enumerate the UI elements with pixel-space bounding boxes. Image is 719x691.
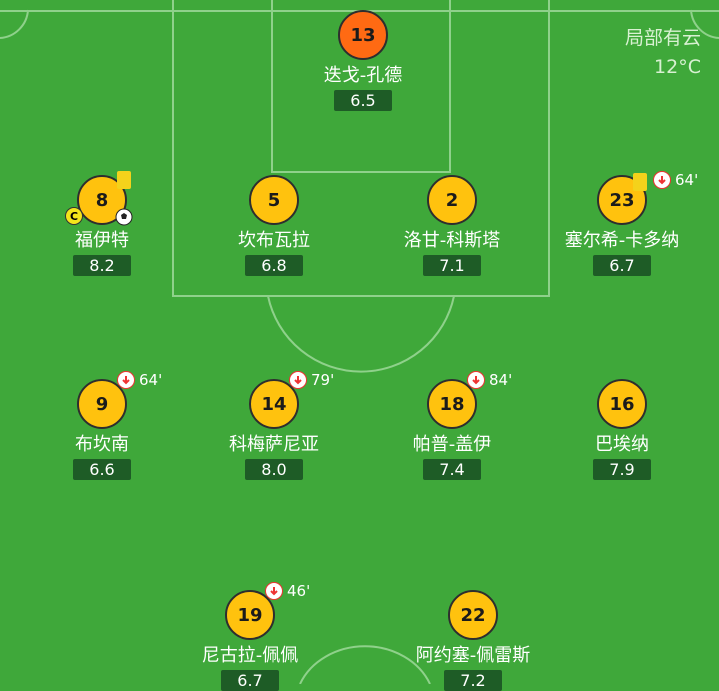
player-avatar: 2: [427, 175, 477, 225]
player-avatar: 8 C: [65, 171, 133, 226]
substitution-marker: 46': [265, 582, 310, 600]
player-avatar: 16: [597, 379, 647, 429]
player-number-badge: 5: [249, 175, 299, 225]
player-rating: 6.7: [221, 670, 279, 691]
player-name: 阿约塞-佩雷斯: [415, 645, 531, 666]
player-16[interactable]: 16 巴埃纳 7.9: [537, 379, 707, 480]
player-number-badge: 23: [597, 175, 647, 225]
sub-minute: 64': [675, 171, 699, 189]
player-avatar: 19 46': [225, 582, 310, 640]
player-number-badge: 9: [77, 379, 127, 429]
player-22[interactable]: 22 阿约塞-佩雷斯 7.2: [388, 590, 558, 691]
sub-out-icon: [265, 582, 283, 600]
player-5[interactable]: 5 坎布瓦拉 6.8: [189, 175, 359, 276]
player-rating: 8.0: [245, 459, 303, 480]
goal-ball-icon: [115, 208, 133, 226]
player-name: 布坎南: [75, 434, 129, 455]
player-rating: 6.7: [593, 255, 651, 276]
sub-out-icon: [117, 371, 135, 389]
sub-out-icon: [467, 371, 485, 389]
player-avatar: 23 64': [597, 171, 698, 225]
player-rating: 7.1: [423, 255, 481, 276]
substitution-marker: 64': [653, 171, 698, 189]
sub-out-icon: [653, 171, 671, 189]
sub-minute: 79': [311, 371, 335, 389]
weather-temperature: 12°C: [654, 56, 701, 78]
player-number-badge: 13: [338, 10, 388, 60]
player-avatar: 22: [448, 590, 498, 640]
substitution-marker: 84': [467, 371, 512, 389]
player-number-badge: 14: [249, 379, 299, 429]
player-name: 科梅萨尼亚: [229, 434, 319, 455]
weather-info: 局部有云 12°C: [625, 24, 701, 82]
player-23[interactable]: 23 64' 塞尔希-卡多纳 6.7: [537, 171, 707, 276]
player-2[interactable]: 2 洛甘-科斯塔 7.1: [367, 175, 537, 276]
player-name: 尼古拉-佩佩: [201, 645, 299, 666]
player-avatar: 18 84': [427, 371, 512, 429]
player-19[interactable]: 19 46' 尼古拉-佩佩 6.7: [165, 582, 335, 691]
player-rating: 6.8: [245, 255, 303, 276]
player-18[interactable]: 18 84' 帕普-盖伊 7.4: [367, 371, 537, 480]
player-avatar: 14 79': [249, 371, 334, 429]
player-avatar: 13: [338, 10, 388, 60]
player-rating: 7.9: [593, 459, 651, 480]
sub-minute: 46': [287, 582, 311, 600]
sub-minute: 84': [489, 371, 513, 389]
player-rating: 7.4: [423, 459, 481, 480]
player-number-badge: 2: [427, 175, 477, 225]
player-rating: 8.2: [73, 255, 131, 276]
weather-condition: 局部有云: [624, 27, 701, 49]
player-rating: 6.5: [334, 90, 392, 111]
yellow-card-icon: [117, 171, 131, 189]
player-name: 福伊特: [75, 230, 129, 251]
player-avatar: 9 64': [77, 371, 162, 429]
player-rating: 6.6: [73, 459, 131, 480]
captain-icon: C: [65, 207, 83, 225]
player-14[interactable]: 14 79' 科梅萨尼亚 8.0: [189, 371, 359, 480]
player-name: 坎布瓦拉: [238, 230, 310, 251]
player-number-badge: 18: [427, 379, 477, 429]
player-9[interactable]: 9 64' 布坎南 6.6: [17, 371, 187, 480]
player-name: 迭戈-孔德: [323, 65, 403, 86]
player-13[interactable]: 13 迭戈-孔德 6.5: [278, 10, 448, 111]
player-name: 巴埃纳: [595, 434, 649, 455]
player-name: 洛甘-科斯塔: [403, 230, 501, 251]
player-number-badge: 16: [597, 379, 647, 429]
player-name: 帕普-盖伊: [412, 434, 492, 455]
player-rating: 7.2: [444, 670, 502, 691]
player-number-badge: 19: [225, 590, 275, 640]
player-name: 塞尔希-卡多纳: [564, 230, 680, 251]
sub-out-icon: [289, 371, 307, 389]
player-8[interactable]: 8 C 福伊特 8.2: [17, 171, 187, 276]
substitution-marker: 64': [117, 371, 162, 389]
substitution-marker: 79': [289, 371, 334, 389]
player-avatar: 5: [249, 175, 299, 225]
sub-minute: 64': [139, 371, 163, 389]
yellow-card-icon: [633, 173, 647, 191]
player-number-badge: 22: [448, 590, 498, 640]
